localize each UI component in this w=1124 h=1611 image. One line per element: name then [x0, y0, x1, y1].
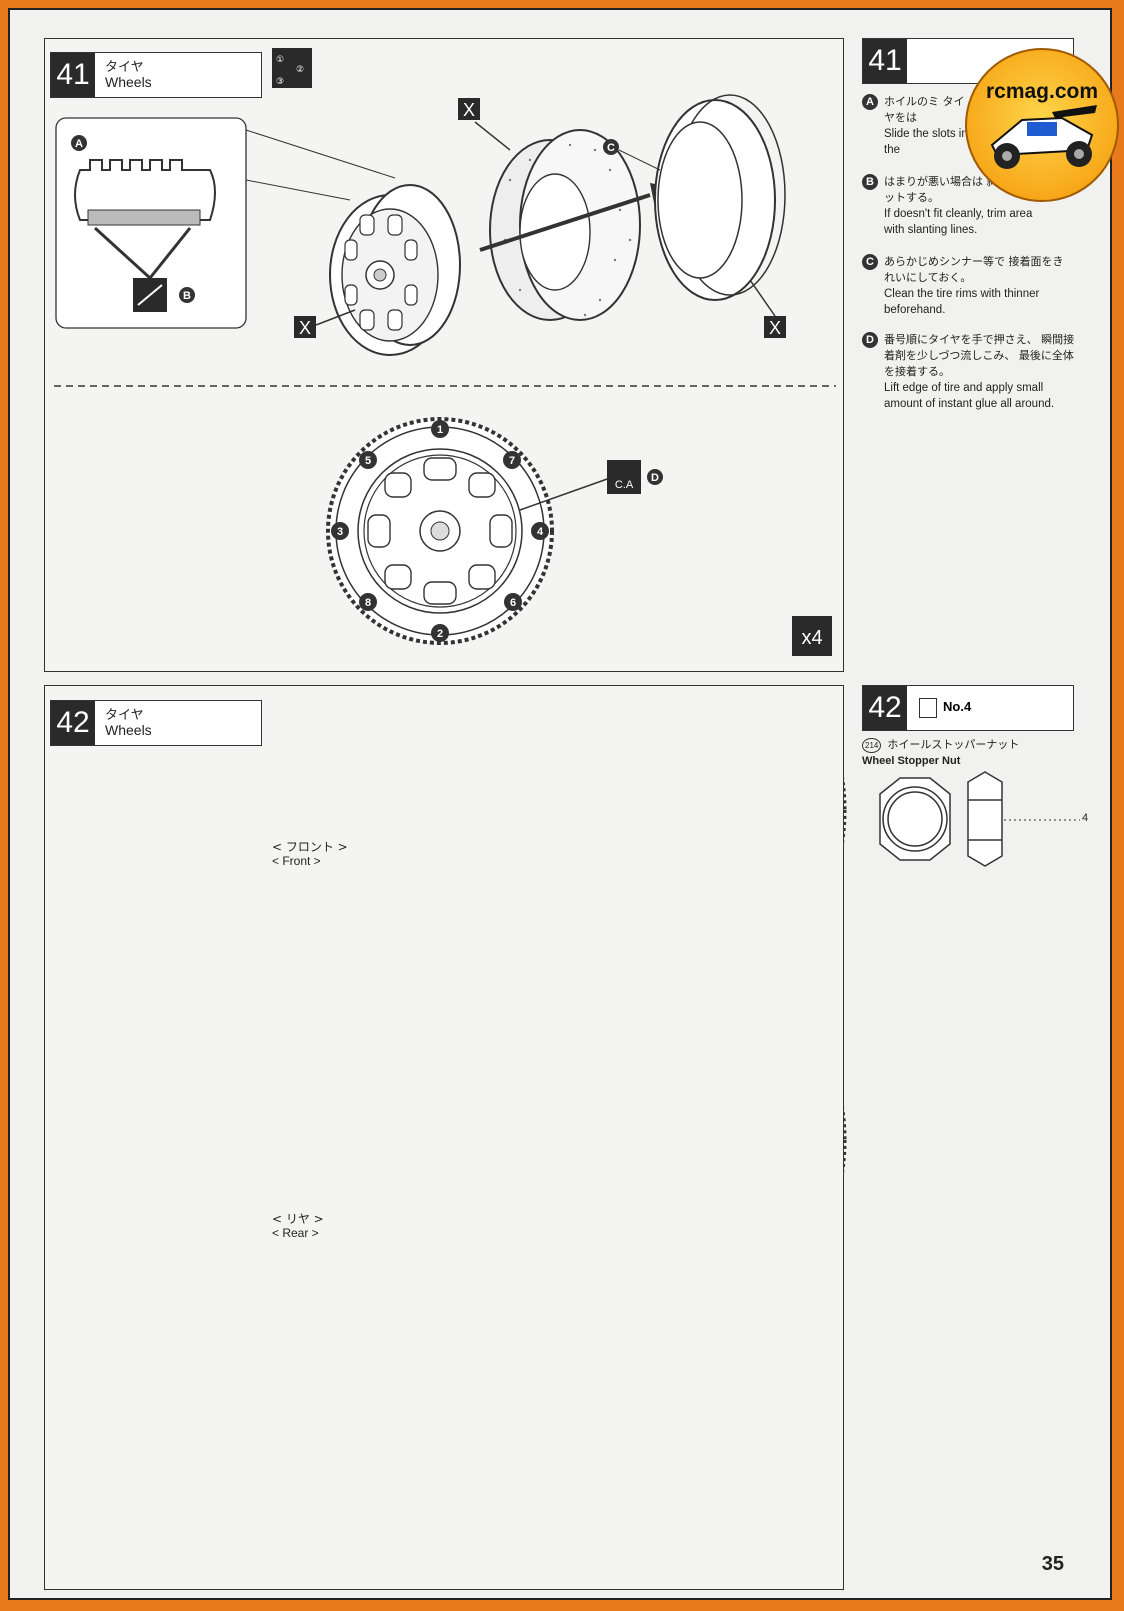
step41-title-box: 41 タイヤ Wheels [50, 52, 262, 98]
rcmag-logo: rcmag.com [965, 48, 1119, 202]
note-a: A ホイルのミ タイヤをは Slide the slots in the [862, 94, 1109, 158]
note-c: C あらかじめシンナー等で 接着面をきれいにしておく。 Clean the ti… [862, 254, 1109, 318]
bag-icon [919, 698, 937, 718]
front-label-jp: < フロント > [272, 840, 348, 854]
note-a-en: Slide the slots in the [884, 128, 968, 156]
bag-number: No.4 [943, 699, 972, 714]
step41-notes-number: 41 [863, 39, 907, 83]
step41-multiplier: x4 [801, 627, 822, 649]
seq-2: ② [296, 65, 304, 75]
marker-x-tire: X [769, 318, 781, 338]
part-size: 4 [1082, 812, 1089, 824]
part-name-en: Wheel Stopper Nut [862, 755, 961, 767]
step42-parts-header: 42 No.4 [862, 685, 1074, 731]
note-c-en: Clean the tire rims with thinner beforeh… [884, 288, 1040, 316]
glue-step-4: 4 [537, 526, 544, 538]
note-d-mark: D [862, 332, 878, 348]
part-number: 214 [862, 738, 882, 753]
step41-number: 41 [51, 53, 95, 97]
logo-car-icon [990, 105, 1097, 169]
glue-step-3: 3 [337, 526, 343, 538]
front-label-en: < Front > [272, 854, 321, 868]
callout-c: C [607, 142, 615, 154]
note-b: B はまりが悪い場合は 斜線部をカットする。 If doesn't fit cl… [862, 174, 1109, 238]
glue-step-2: 2 [437, 628, 443, 640]
rear-label-jp: < リヤ > [272, 1212, 324, 1226]
note-a-mark: A [862, 94, 878, 110]
seq-1: ① [276, 55, 284, 65]
step42-title-jp: タイヤ [105, 708, 144, 723]
ca-glue-label: C.A [615, 479, 634, 491]
note-c-mark: C [862, 254, 878, 270]
note-c-jp: あらかじめシンナー等で 接着面をきれいにしておく。 [884, 255, 1064, 284]
note-d-jp: 番号順にタイヤを手で押さえ、 瞬間接着剤を少しづつ流しこみ、 最後に全体を接着す… [884, 333, 1075, 378]
note-b-en: If doesn't fit cleanly, trim area with s… [884, 208, 1033, 236]
glue-step-6: 6 [510, 597, 516, 609]
marker-x-insert: X [463, 100, 475, 120]
glue-step-7: 7 [509, 455, 515, 467]
step42-panel [44, 685, 844, 1590]
note-d-en: Lift edge of tire and apply small amount… [884, 382, 1055, 410]
callout-b: B [183, 290, 191, 302]
step41-title-en: Wheels [105, 74, 152, 90]
logo-title: rcmag.com [985, 80, 1099, 103]
rear-label-en: < Rear > [272, 1226, 319, 1240]
marker-x-rim: X [299, 318, 311, 338]
step42-title-box: 42 タイヤ Wheels [50, 700, 262, 746]
page-number: 35 [1041, 1553, 1064, 1575]
glue-step-1: 1 [437, 424, 443, 436]
glue-step-5: 5 [365, 455, 371, 467]
step42-title-en: Wheels [105, 722, 152, 738]
seq-3: ③ [276, 77, 284, 87]
callout-d: D [651, 472, 659, 484]
step41-title-jp: タイヤ [105, 60, 144, 75]
step42-number: 42 [51, 701, 95, 745]
manual-page: 41 タイヤ Wheels ① ② ③ A B [8, 8, 1119, 1600]
callout-a-inset: A [75, 138, 83, 150]
step42-parts-number: 42 [863, 686, 907, 730]
note-a-jp: ホイルのミ タイヤをは [884, 95, 965, 124]
glue-step-8: 8 [365, 597, 371, 609]
part-entry: 214 ホイールストッパーナット Wheel Stopper Nut [862, 736, 1082, 767]
part-name-jp: ホイールストッパーナット [887, 738, 1020, 751]
note-d: D 番号順にタイヤを手で押さえ、 瞬間接着剤を少しづつ流しこみ、 最後に全体を接… [862, 332, 1109, 412]
note-b-mark: B [862, 174, 878, 190]
